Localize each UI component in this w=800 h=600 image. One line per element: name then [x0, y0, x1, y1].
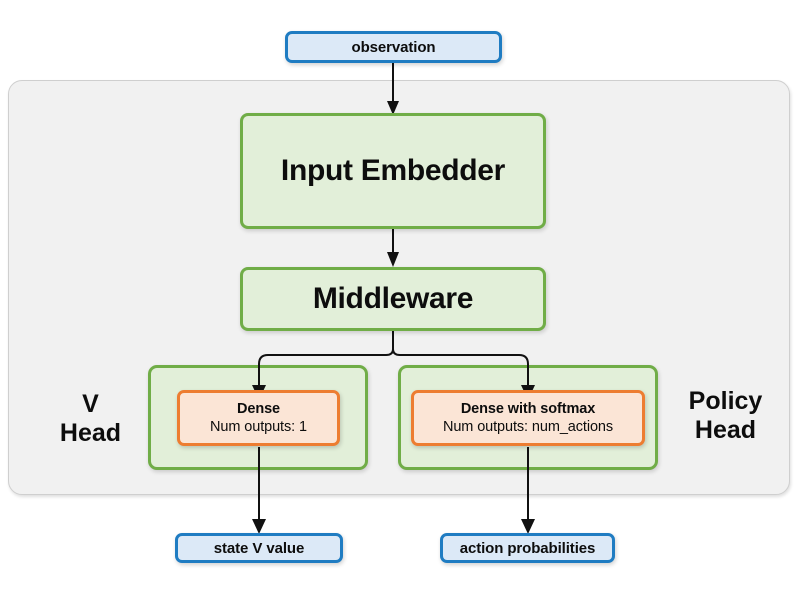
v-head-dense-subtitle: Num outputs: 1	[210, 419, 307, 435]
middleware-label: Middleware	[312, 282, 474, 315]
action-probabilities-node[interactable]: action probabilities	[440, 533, 615, 563]
v-head-label: V Head	[38, 385, 143, 453]
policy-head-label: Policy Head	[663, 380, 788, 452]
policy-head-dense-title: Dense with softmax	[460, 400, 596, 417]
state-value-label: state V value	[213, 539, 305, 557]
policy-head-label-line2: Head	[694, 416, 757, 444]
action-probabilities-label: action probabilities	[459, 539, 596, 557]
middleware-node[interactable]: Middleware	[240, 267, 546, 331]
policy-head-label-line1: Policy	[688, 387, 763, 416]
v-head-dense-title: Dense	[236, 400, 281, 417]
observation-label: observation	[351, 38, 436, 56]
state-value-node[interactable]: state V value	[175, 533, 343, 563]
v-head-dense-node[interactable]: Dense Num outputs: 1	[177, 390, 340, 446]
v-head-label-line2: Head	[59, 419, 122, 447]
policy-head-dense-subtitle: Num outputs: num_actions	[442, 419, 614, 435]
input-embedder-label: Input Embedder	[280, 154, 506, 187]
v-head-label-line1: V	[82, 390, 99, 419]
input-embedder-node[interactable]: Input Embedder	[240, 113, 546, 229]
observation-node[interactable]: observation	[285, 31, 502, 63]
policy-head-dense-node[interactable]: Dense with softmax Num outputs: num_acti…	[411, 390, 645, 446]
